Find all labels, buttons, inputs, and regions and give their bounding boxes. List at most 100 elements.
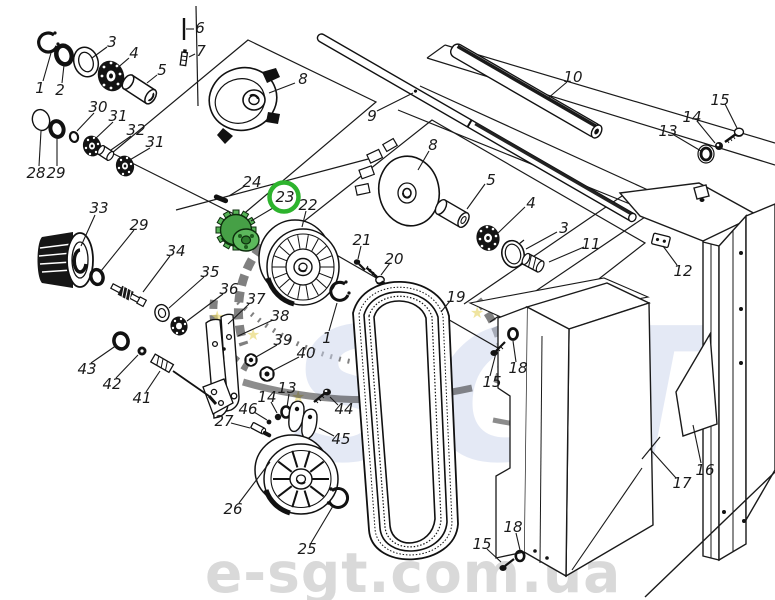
leader-line-12 [662,245,678,266]
part-label-43: 43 [77,360,96,378]
part-39-nut [244,353,258,367]
leader-line-16 [692,424,702,464]
leader-line-18 [512,340,517,363]
leader-line-15 [489,352,497,377]
part-7-stud [179,49,189,67]
leader-line-2 [61,64,65,84]
part-label-8: 8 [428,136,438,154]
part-42-nut [137,346,147,356]
part-30-ring [68,130,80,144]
leader-line-44 [329,396,339,406]
part-16-shield [675,331,718,437]
part-label-8: 8 [298,70,308,88]
watermark-star-icon: ★ [246,325,260,344]
part-28-washer [31,108,51,132]
part-27-pin [250,422,272,438]
part-9-shaft [316,33,637,223]
part-label-13: 13 [658,122,677,140]
part-label-28: 28 [26,164,45,182]
part-37-bracket [202,318,234,419]
leader-line-15 [724,103,738,129]
part-5b-roller [434,199,470,228]
part-label-33: 33 [89,199,108,217]
part-46-pin [266,419,272,425]
leader-line-32 [110,135,132,151]
part-label-4: 4 [129,44,139,62]
part-45-blades [288,400,318,440]
part-19-belt [352,281,459,561]
leader-line-17 [649,448,677,479]
leader-line-40 [271,356,300,372]
cross-tick [641,436,661,460]
part-label-29: 29 [129,216,148,234]
part-label-2: 2 [55,81,65,99]
part-3-ring [72,46,100,78]
part-label-1: 1 [322,329,332,347]
part-31b-bearing [115,155,135,177]
leader-line-46 [253,411,268,421]
part-label-4: 4 [526,194,536,212]
leader-line-4 [497,206,526,234]
part-label-42: 42 [102,375,121,393]
part-22-pulley [258,219,340,307]
part-43-washer [112,331,130,351]
part-29-washer [48,119,66,139]
part-label-19: 19 [446,288,465,306]
part-label-3: 3 [559,219,569,237]
leader-line-31 [127,147,151,162]
leader-line-1 [42,52,52,82]
leader-line-4 [114,57,130,71]
part-label-5: 5 [157,61,167,79]
highlight-circle [267,180,301,214]
part-31-bearing [82,135,102,157]
callout-leader-lines [38,28,738,563]
part-label-45: 45 [331,430,350,448]
leader-line-1 [328,302,338,332]
leader-line-18 [515,532,521,551]
part-label-32: 32 [126,121,145,139]
part-3b-snap-ring [501,237,526,269]
part-label-31: 31 [145,133,164,151]
part-label-12: 12 [673,262,692,280]
leader-line-33 [80,214,96,247]
leader-line-34 [142,255,171,293]
part-24-pin [213,194,229,204]
part-label-46: 46 [238,400,257,418]
part-13-washer [697,144,715,164]
part-29b-washer [89,267,105,287]
leader-line-26 [238,461,271,504]
leader-line-24 [228,185,246,197]
part-15b-bolt [499,558,515,571]
part-32-sp acer [96,144,115,162]
part-label-18: 18 [503,518,522,536]
part-label-14: 14 [682,108,701,126]
leader-line-13 [286,393,290,408]
part-17-box-front [523,305,570,578]
part-label-9: 9 [367,107,377,125]
part-label-6: 6 [195,19,205,37]
leader-line-9 [376,92,414,112]
part-label-15: 15 [710,91,729,109]
part-label-37: 37 [246,290,266,308]
part-label-35: 35 [200,263,219,281]
right-panel [745,203,775,523]
notch-pin [699,198,705,202]
part-label-17: 17 [672,474,692,492]
part-label-40: 40 [296,344,315,362]
part-17-box-left-strip [495,306,528,559]
part-5-bushing [121,74,158,105]
part-label-25: 25 [297,540,316,558]
part-label-10: 10 [563,68,582,86]
part-12-plate [651,232,671,249]
leader-line-5 [146,74,158,84]
part-label-22: 22 [298,196,317,214]
highlight-part-label: 23 [275,188,294,206]
part-label-15: 15 [482,373,501,391]
part-label-18: 18 [508,359,527,377]
vertical-guide-line [195,5,199,107]
part-label-16: 16 [695,461,714,479]
highlight-leader-line [250,207,274,222]
